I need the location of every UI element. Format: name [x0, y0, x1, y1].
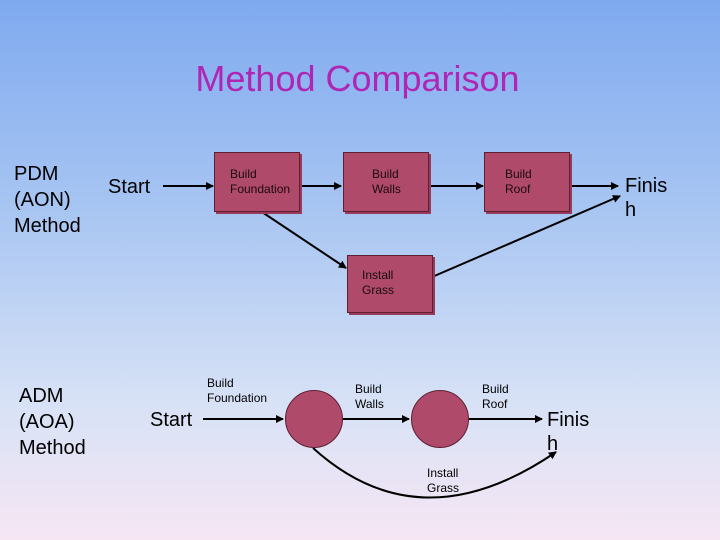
adm-arrow-grass — [312, 447, 557, 499]
pdm-finish-label: Finis h — [625, 175, 668, 221]
adm-build-walls-label: Build Walls — [355, 382, 384, 411]
pdm-method-label: PDM (AON) Method — [14, 163, 81, 237]
pdm-install-grass-label: Install Grass — [362, 268, 395, 297]
adm-install-grass-label: Install Grass — [427, 466, 460, 495]
adm-start-label: Start — [150, 409, 193, 431]
pdm-build-walls-label: Build Walls — [372, 167, 401, 196]
pdm-start-label: Start — [108, 176, 151, 198]
adm-finish-label: Finis h — [547, 409, 590, 455]
pdm-build-foundation-label: Build Foundation — [230, 167, 291, 196]
pdm-build-roof-label: Build Roof — [505, 167, 532, 196]
pdm-install-grass-box: Install Grass — [347, 255, 433, 313]
adm-event-node-1 — [285, 390, 343, 448]
slide-title: Method Comparison — [195, 58, 520, 99]
adm-method-label: ADM (AOA) Method — [19, 385, 86, 459]
adm-build-foundation-label: Build Foundation — [207, 376, 268, 405]
pdm-arrow-foundation-grass — [261, 211, 347, 269]
pdm-arrow-grass-finish — [431, 195, 621, 278]
pdm-build-roof-box: Build Roof — [484, 152, 570, 212]
pdm-build-foundation-box: Build Foundation — [214, 152, 300, 212]
adm-build-roof-label: Build Roof — [482, 382, 509, 411]
pdm-build-walls-box: Build Walls — [343, 152, 429, 212]
adm-event-node-2 — [411, 390, 469, 448]
